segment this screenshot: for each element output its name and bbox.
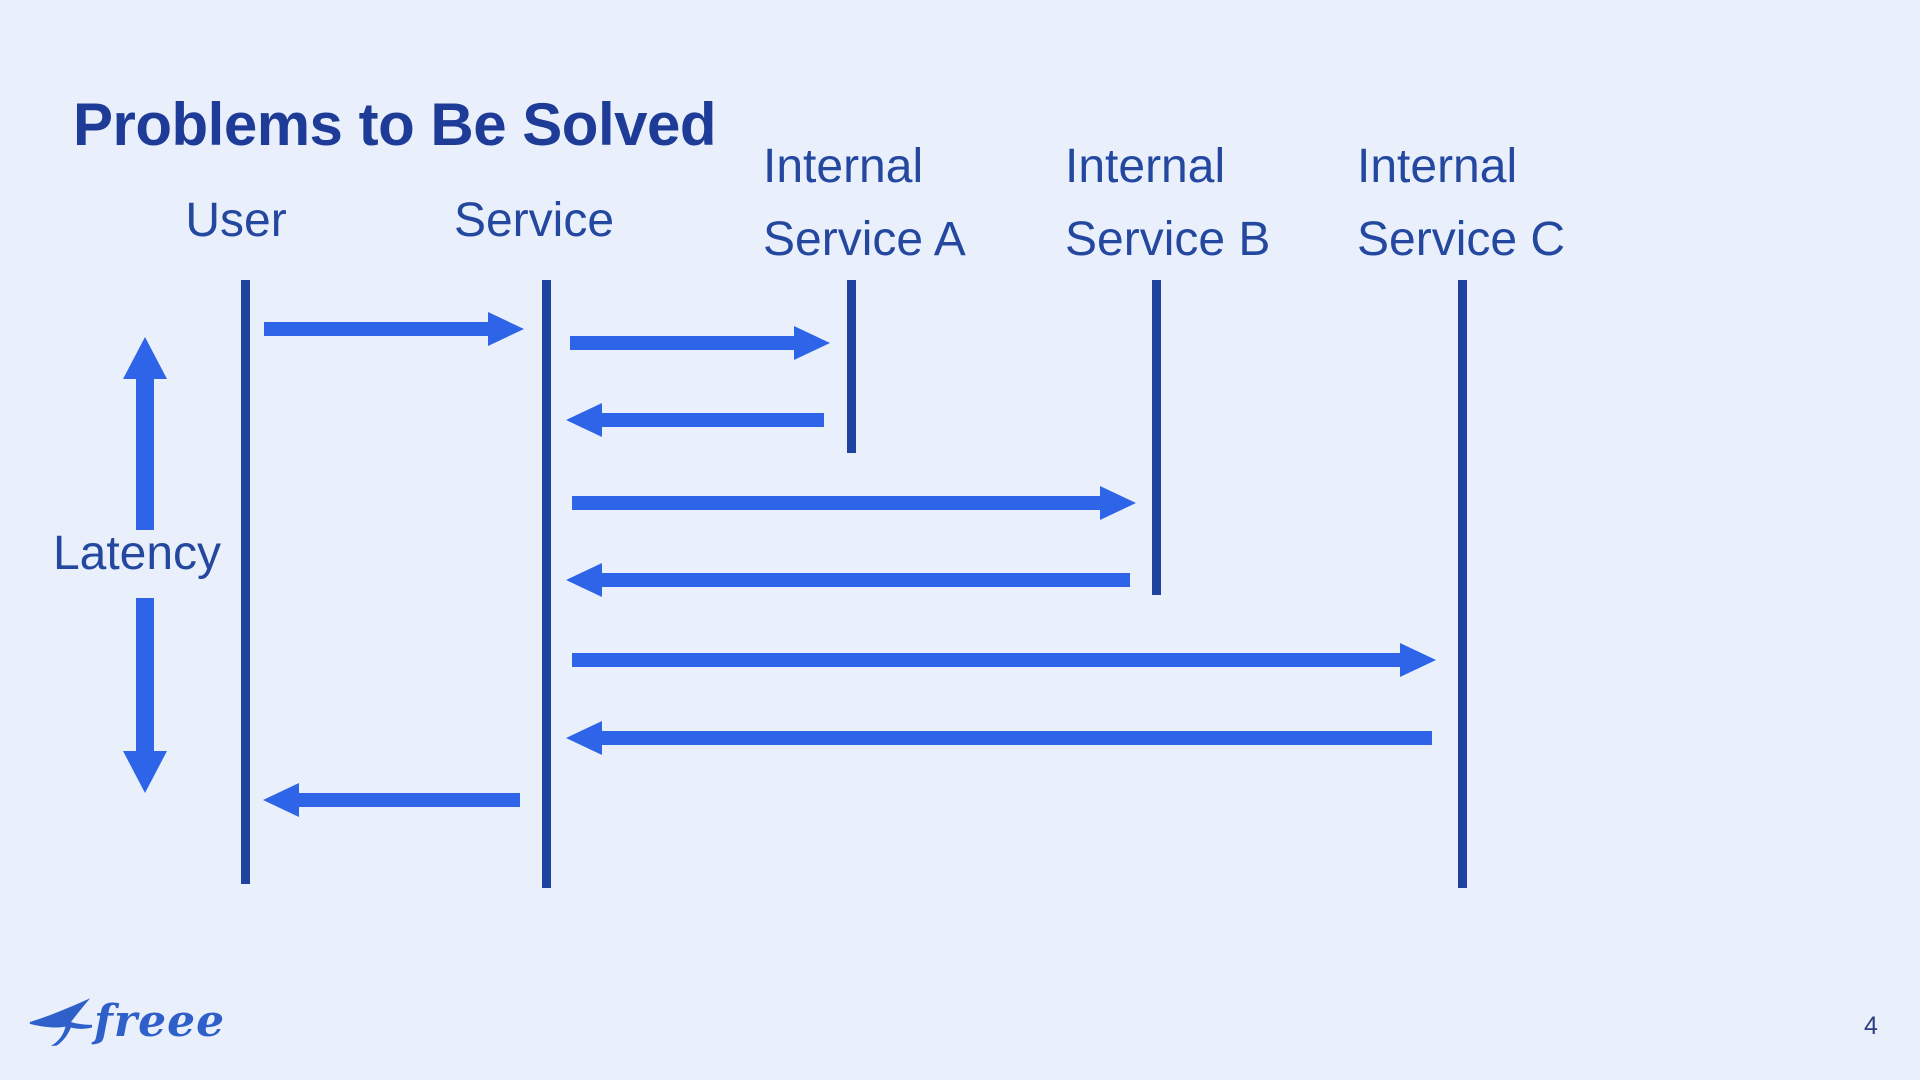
actor-label-line: Internal [1065, 140, 1226, 193]
actor-label-line: Service B [1065, 213, 1271, 266]
page-number: 4 [1864, 1012, 1878, 1040]
actor-label-line: Internal [763, 140, 924, 193]
message-arrow-service-to-internal-a [570, 326, 830, 360]
footer-logo: freee [28, 996, 225, 1048]
message-arrow-internal-a-to-service [566, 403, 824, 437]
actor-label-line: Service C [1357, 213, 1566, 266]
slide-title: Problems to Be Solved [73, 91, 717, 159]
message-arrow-internal-c-to-service [566, 721, 1432, 755]
message-arrow-service-to-internal-c [572, 643, 1436, 677]
actor-label-line: Service A [763, 213, 966, 266]
actor-label-line: Internal [1357, 140, 1518, 193]
swallow-bird-icon [29, 998, 92, 1046]
logo-text: freee [94, 996, 226, 1047]
lifeline-service [542, 280, 551, 888]
actor-label-internal-service-b: Internal Service B [1065, 130, 1270, 276]
actor-label-service: Service [453, 194, 615, 247]
message-arrow-service-to-internal-b [572, 486, 1136, 520]
lifeline-internal-service-c [1458, 280, 1467, 888]
message-arrow-user-to-service [264, 312, 524, 346]
lifeline-user [241, 280, 250, 884]
latency-arrow-down-icon [123, 598, 167, 793]
lifeline-internal-service-b [1152, 280, 1161, 595]
lifeline-internal-service-a [847, 280, 856, 453]
actor-label-user: User [185, 194, 287, 247]
actor-label-internal-service-c: Internal Service C [1357, 130, 1565, 276]
latency-label: Latency [52, 527, 222, 580]
message-arrow-internal-b-to-service [566, 563, 1130, 597]
actor-label-internal-service-a: Internal Service A [763, 130, 966, 276]
message-arrow-service-to-user [263, 783, 520, 817]
latency-arrow-up-icon [123, 337, 167, 530]
